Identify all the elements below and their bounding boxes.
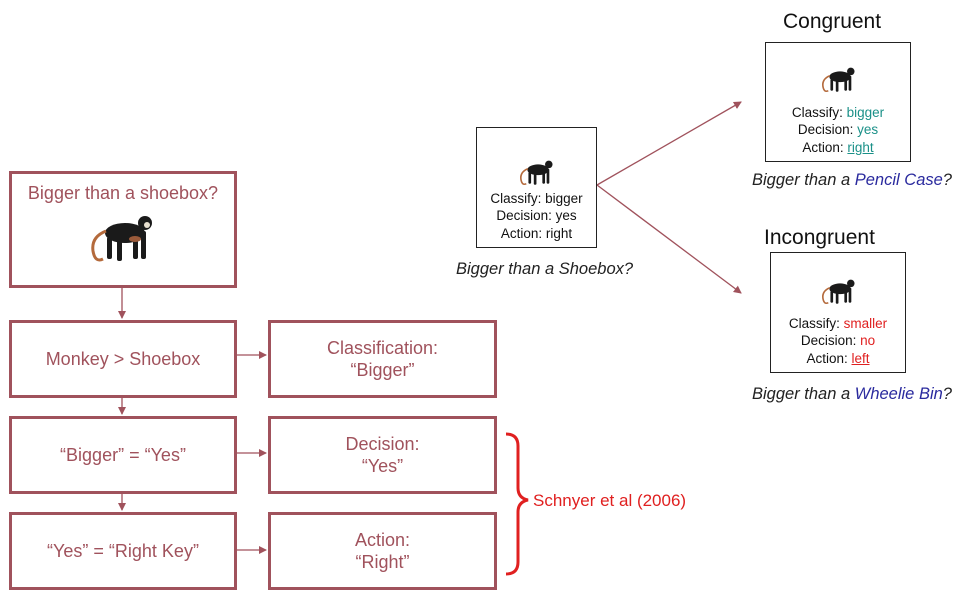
question-text: Bigger than a shoebox? — [27, 183, 219, 203]
congruent-classify-line: Classify: bigger — [766, 104, 910, 122]
decision-value: no — [860, 333, 876, 349]
classify-value: smaller — [843, 315, 888, 331]
caption-suffix: ? — [942, 171, 952, 189]
classification-value: “Bigger” — [350, 360, 415, 380]
decision-title: Decision: — [345, 433, 420, 454]
caption-object: Wheelie Bin — [854, 385, 943, 403]
action-box: Action: “Right” — [268, 512, 497, 590]
action-title: Action: — [354, 529, 411, 550]
monkey-image — [520, 160, 553, 186]
base-classify-line: Classify: bigger — [477, 190, 596, 208]
branch-arrow-congruent — [596, 101, 742, 186]
step1-box: Monkey > Shoebox — [9, 320, 237, 398]
classify-label: Classify: — [490, 190, 542, 206]
monkey-image — [822, 279, 855, 305]
decision-value: yes — [857, 122, 879, 138]
incongruent-action-line: Action: left — [771, 350, 905, 368]
congruent-action-line: Action: right — [766, 139, 910, 157]
congruent-caption: Bigger than a Pencil Case? — [752, 171, 952, 190]
decision-label: Decision: — [496, 208, 552, 224]
caption-prefix: Bigger than a — [752, 385, 855, 403]
incongruent-decision-line: Decision: no — [771, 332, 905, 350]
classify-value: bigger — [545, 190, 583, 206]
classify-value: bigger — [846, 104, 885, 120]
classification-box: Classification: “Bigger” — [268, 320, 497, 398]
action-value: right — [545, 226, 573, 242]
action-label: Action: — [806, 351, 848, 367]
reference-label: Schnyer et al (2006) — [533, 491, 687, 510]
monkey-image — [91, 215, 152, 261]
step2-text: “Bigger” = “Yes” — [60, 444, 186, 465]
congruent-trial-card: Classify: bigger Decision: yes Action: r… — [765, 42, 911, 162]
decision-label: Decision: — [800, 333, 857, 349]
monkey-image — [822, 67, 855, 93]
decision-value: “Yes” — [361, 456, 404, 476]
question-box: Bigger than a shoebox? — [9, 171, 237, 288]
step2-box: “Bigger” = “Yes” — [9, 416, 237, 494]
action-value: left — [851, 351, 870, 367]
step3-box: “Yes” = “Right Key” — [9, 512, 237, 590]
curly-bracket — [505, 432, 529, 576]
decision-value: yes — [555, 208, 577, 224]
action-label: Action: — [500, 226, 543, 242]
base-caption: Bigger than a Shoebox? — [456, 260, 634, 278]
caption-object: Pencil Case — [854, 171, 943, 189]
congruent-decision-line: Decision: yes — [766, 121, 910, 139]
action-label: Action: — [802, 140, 844, 156]
caption-prefix: Bigger than a — [752, 171, 855, 189]
step3-text: “Yes” = “Right Key” — [47, 540, 199, 561]
classify-label: Classify: — [788, 315, 840, 331]
classification-title: Classification: — [326, 337, 439, 358]
branch-arrow-incongruent — [596, 184, 742, 294]
incongruent-caption: Bigger than a Wheelie Bin? — [752, 385, 952, 404]
step1-text: Monkey > Shoebox — [45, 348, 201, 369]
classify-label: Classify: — [791, 104, 843, 120]
base-decision-line: Decision: yes — [477, 207, 596, 225]
incongruent-trial-card: Classify: smaller Decision: no Action: l… — [770, 252, 906, 373]
congruent-heading: Congruent — [783, 10, 882, 33]
action-value: right — [847, 140, 874, 156]
decision-label: Decision: — [797, 122, 854, 138]
decision-box: Decision: “Yes” — [268, 416, 497, 494]
base-action-line: Action: right — [477, 225, 596, 243]
base-trial-card: Classify: bigger Decision: yes Action: r… — [476, 127, 597, 248]
action-value: “Right” — [355, 552, 410, 572]
incongruent-heading: Incongruent — [764, 226, 875, 249]
caption-suffix: ? — [942, 385, 952, 403]
incongruent-classify-line: Classify: smaller — [771, 315, 905, 333]
